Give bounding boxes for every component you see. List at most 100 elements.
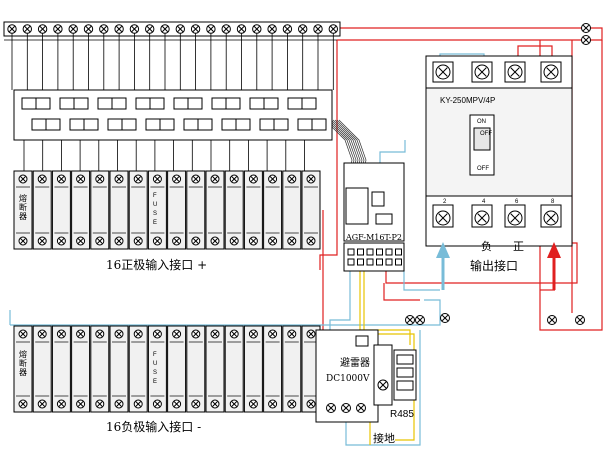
screw-slot bbox=[173, 331, 180, 337]
surge-voltage-label: DC1000V bbox=[326, 374, 370, 384]
screw-terminal-icon bbox=[152, 329, 162, 339]
screw-slot bbox=[192, 26, 199, 32]
screw-slot bbox=[269, 176, 276, 182]
screw-terminal-icon bbox=[76, 174, 86, 184]
fuse-link bbox=[259, 118, 275, 131]
screw-slot bbox=[342, 404, 350, 412]
screw-terminal-icon bbox=[76, 329, 86, 339]
screw-terminal-icon bbox=[313, 24, 323, 34]
breaker-off-label-2: OFF bbox=[477, 166, 489, 172]
fuse-holder-negative bbox=[128, 325, 148, 413]
screw-slot bbox=[477, 67, 487, 77]
fuse-link bbox=[225, 97, 241, 110]
screw-terminal-icon bbox=[160, 24, 170, 34]
negative-input-label: 16负极输入接口 - bbox=[106, 420, 202, 434]
screw-slot bbox=[58, 176, 65, 182]
screw-slot bbox=[131, 26, 138, 32]
screw-terminal-icon bbox=[18, 329, 28, 339]
screw-slot bbox=[548, 316, 556, 324]
screw-slot bbox=[116, 176, 122, 182]
screw-terminal-icon bbox=[95, 236, 105, 246]
fuse-link bbox=[311, 118, 327, 131]
screw-slot bbox=[253, 26, 260, 32]
fuse-link bbox=[235, 118, 251, 131]
screw-terminal-icon bbox=[287, 399, 297, 409]
fuse-link bbox=[59, 97, 75, 110]
screw-terminal-icon bbox=[152, 236, 162, 246]
screw-terminal-icon bbox=[210, 399, 220, 409]
terminal-number: 2 bbox=[443, 199, 447, 205]
screw-terminal-icon bbox=[268, 236, 278, 246]
screw-slot bbox=[212, 238, 218, 244]
screw-terminal-icon bbox=[581, 23, 591, 33]
monitor-terminal bbox=[357, 248, 364, 256]
fuse-holder-negative bbox=[205, 325, 225, 413]
fuse-holder-negative bbox=[51, 325, 71, 413]
fuse-holder-name-positive: 熔 断 器 bbox=[19, 194, 27, 221]
screw-terminal-icon bbox=[22, 24, 32, 34]
fuse-holder-positive bbox=[243, 170, 263, 250]
screw-slot bbox=[58, 331, 65, 337]
screw-terminal-icon bbox=[306, 236, 316, 246]
monitor-terminal bbox=[385, 258, 393, 266]
screw-slot bbox=[223, 26, 230, 32]
screw-slot bbox=[96, 331, 103, 337]
screw-terminal-icon bbox=[175, 24, 186, 34]
screw-slot bbox=[250, 401, 257, 407]
screw-terminal-icon bbox=[282, 24, 293, 34]
screw-slot bbox=[146, 26, 153, 32]
screw-slot bbox=[510, 213, 520, 223]
screw-slot bbox=[441, 314, 449, 322]
negative-terminal-label: 负 bbox=[481, 240, 492, 253]
fuse-link bbox=[221, 118, 237, 131]
screw-terminal-icon bbox=[114, 24, 124, 34]
rs485-terminal bbox=[396, 367, 414, 378]
screw-slot bbox=[116, 331, 122, 337]
screw-terminal-icon bbox=[507, 210, 523, 226]
fuse-name-char: 器 bbox=[19, 212, 27, 221]
fuse-holder-negative bbox=[109, 325, 129, 413]
fuse-holder-negative bbox=[282, 325, 302, 413]
monitor-connector bbox=[345, 187, 369, 225]
screw-terminal-icon bbox=[440, 313, 450, 323]
screw-slot bbox=[154, 401, 161, 407]
fuse-link bbox=[273, 118, 289, 131]
screw-slot bbox=[582, 24, 590, 32]
fuse-link bbox=[111, 97, 127, 110]
screw-slot bbox=[116, 401, 122, 407]
screw-terminal-icon bbox=[172, 236, 182, 246]
screw-slot bbox=[288, 401, 295, 407]
fuse-link bbox=[107, 118, 123, 131]
screw-slot bbox=[576, 316, 584, 324]
screw-terminal-icon bbox=[18, 399, 28, 409]
surge-module bbox=[373, 344, 393, 406]
screw-slot bbox=[173, 176, 180, 182]
positive-input-label: 16正极输入接口 + bbox=[106, 258, 208, 272]
screw-slot bbox=[308, 176, 314, 182]
fuse-holder-positive bbox=[263, 170, 283, 250]
screw-terminal-icon bbox=[229, 399, 239, 409]
fuse-name-char: 熔 bbox=[19, 194, 27, 203]
screw-slot bbox=[85, 26, 92, 32]
surge-arrester-label: 避雷器 bbox=[340, 358, 370, 369]
screw-terminal-icon bbox=[229, 174, 239, 184]
screw-terminal-icon bbox=[114, 174, 124, 184]
fuse-text-char: E bbox=[153, 220, 158, 226]
fuse-holder-positive bbox=[167, 170, 187, 250]
screw-terminal-icon bbox=[268, 174, 278, 184]
screw-terminal-icon bbox=[7, 24, 17, 34]
screw-terminal-icon bbox=[191, 329, 201, 339]
screw-slot bbox=[406, 316, 414, 324]
screw-slot bbox=[173, 238, 180, 244]
screw-terminal-icon bbox=[76, 399, 86, 409]
fuse-holder-positive bbox=[282, 170, 302, 250]
fuse-link bbox=[173, 97, 189, 110]
screw-slot bbox=[357, 404, 365, 412]
screw-slot bbox=[154, 176, 161, 182]
screw-slot bbox=[162, 26, 168, 32]
screw-slot bbox=[212, 331, 218, 337]
screw-terminal-icon bbox=[248, 236, 258, 246]
screw-slot bbox=[250, 331, 257, 337]
screw-slot bbox=[192, 331, 199, 337]
fuse-link bbox=[187, 97, 203, 110]
